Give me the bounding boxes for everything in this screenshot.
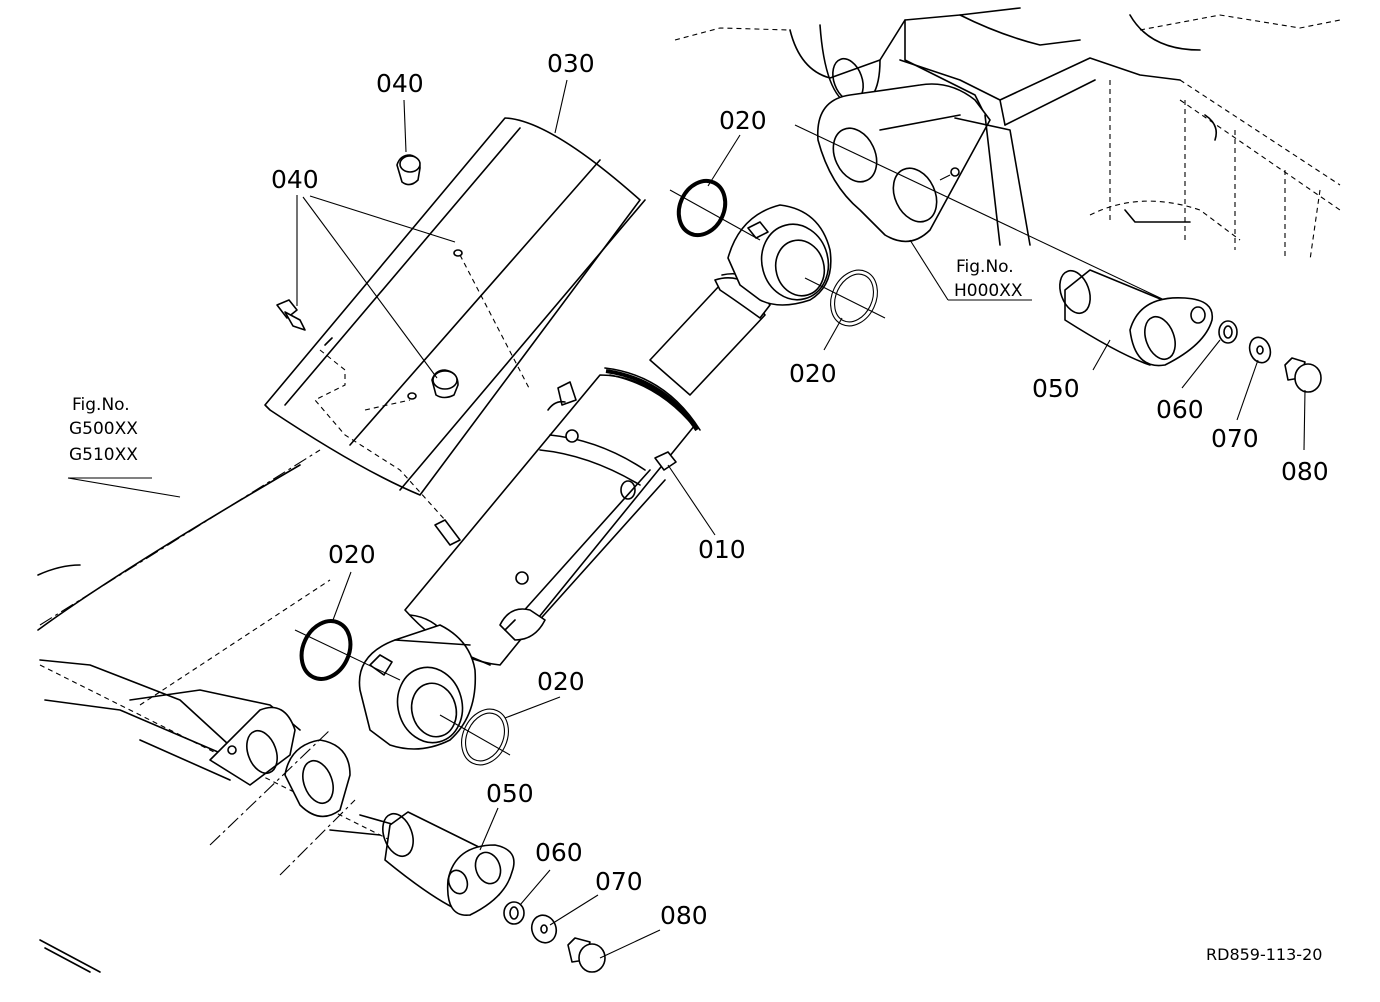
callout-020-left: 020 xyxy=(328,540,376,569)
bolt-080-low xyxy=(567,937,606,973)
plug-040-mid xyxy=(431,369,459,399)
lower-frame xyxy=(37,449,501,973)
o-ring-020-top xyxy=(676,178,728,238)
o-ring-020-low xyxy=(461,708,509,766)
callout-020-right: 020 xyxy=(789,359,837,388)
drawing-code: RD859-113-20 xyxy=(1206,945,1322,964)
figure-reference-left: Fig.No. G500XX G510XX xyxy=(69,395,138,465)
callout-020-top: 020 xyxy=(719,106,767,135)
cylinder-cover xyxy=(264,117,646,546)
callout-050-low: 050 xyxy=(486,779,534,808)
callout-070-low: 070 xyxy=(595,867,643,896)
callout-060-low: 060 xyxy=(535,838,583,867)
callout-070-right: 070 xyxy=(1211,424,1259,453)
bolt-080-right xyxy=(1284,357,1322,393)
o-ring-020-left xyxy=(299,619,353,681)
callout-040-top: 040 xyxy=(376,69,424,98)
ref-right-label: Fig.No. xyxy=(956,257,1014,277)
ref-left-line1: G500XX xyxy=(69,419,138,439)
callout-060-right: 060 xyxy=(1156,395,1204,424)
callout-080-right: 080 xyxy=(1281,457,1329,486)
callout-030: 030 xyxy=(547,49,595,78)
plug-040-top xyxy=(396,154,421,186)
hydraulic-cylinder xyxy=(358,204,832,750)
callout-labels: 030 040 040 020 020 020 020 010 050 060 … xyxy=(271,49,1329,930)
bolt-040-left xyxy=(276,299,306,331)
washer-070-right xyxy=(1248,336,1272,364)
ref-left-label: Fig.No. xyxy=(72,395,130,415)
ref-left-line2: G510XX xyxy=(69,445,138,465)
leader-lines xyxy=(67,79,1306,959)
callout-010: 010 xyxy=(698,535,746,564)
callout-050-right: 050 xyxy=(1032,374,1080,403)
washer-060-right xyxy=(1218,320,1238,344)
callout-020-low: 020 xyxy=(537,667,585,696)
o-ring-020-right xyxy=(830,269,878,327)
figure-reference-right: Fig.No. H000XX xyxy=(954,257,1023,301)
ref-right-line1: H000XX xyxy=(954,281,1023,301)
pin-050-low xyxy=(382,811,515,916)
upper-frame xyxy=(674,7,1341,261)
washer-060-low xyxy=(503,901,525,925)
washer-070-low xyxy=(530,914,558,944)
callout-040-left: 040 xyxy=(271,165,319,194)
pin-050-right xyxy=(1059,269,1214,367)
callout-080-low: 080 xyxy=(660,901,708,930)
